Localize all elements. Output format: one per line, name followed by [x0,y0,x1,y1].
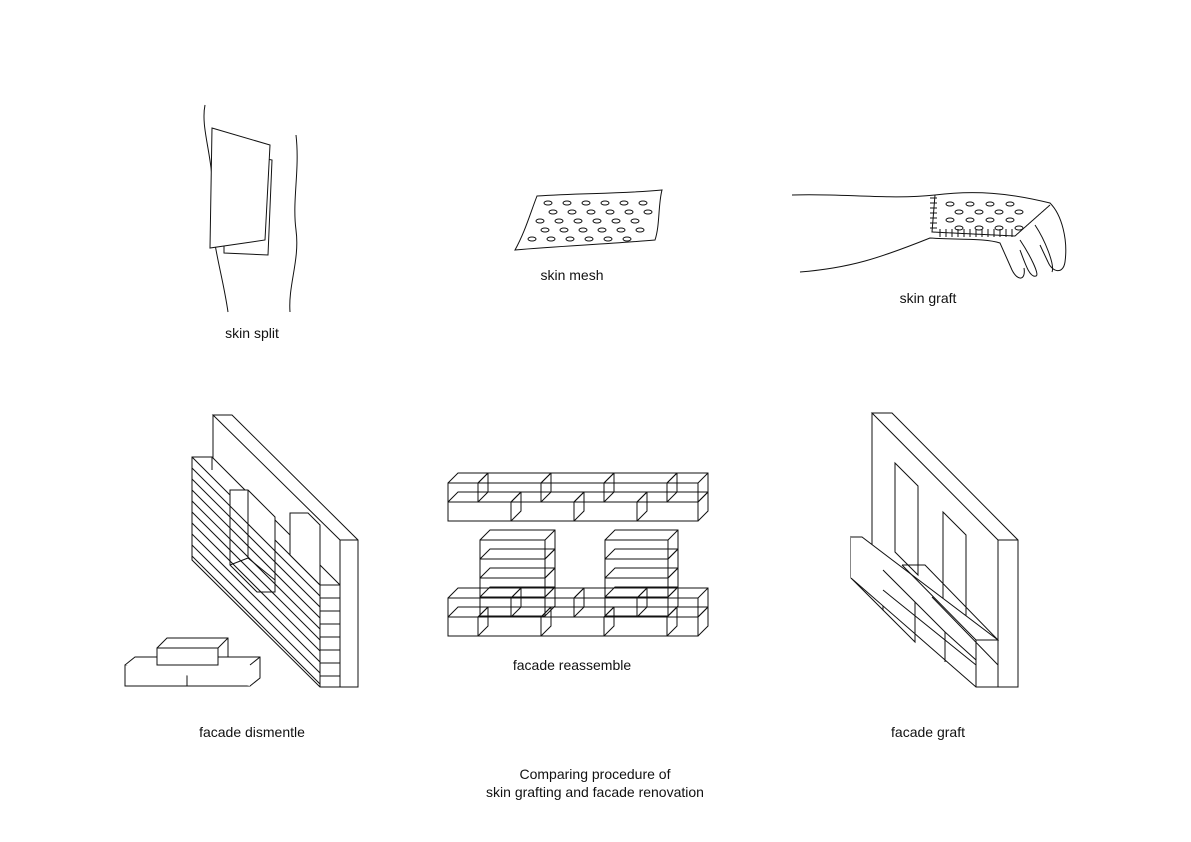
label-skin-graft: skin graft [899,290,957,306]
label-skin-mesh: skin mesh [540,267,604,283]
label-facade-dismentle: facade dismentle [199,724,305,740]
leg-illustration [203,104,298,313]
figure-caption: Comparing procedure of skin grafting and… [486,765,704,801]
label-skin-split: skin split [225,325,279,341]
facade-dismentle-illustration [124,414,359,688]
arm-illustration [791,192,1067,279]
facade-graft-illustration [850,412,1019,688]
facade-reassemble-illustration [447,472,709,637]
skin-mesh-illustration [514,189,663,251]
caption-line-2: skin grafting and facade renovation [486,784,704,800]
label-facade-graft: facade graft [891,724,965,740]
caption-line-1: Comparing procedure of [519,766,671,782]
label-facade-reassemble: facade reassemble [512,657,632,673]
